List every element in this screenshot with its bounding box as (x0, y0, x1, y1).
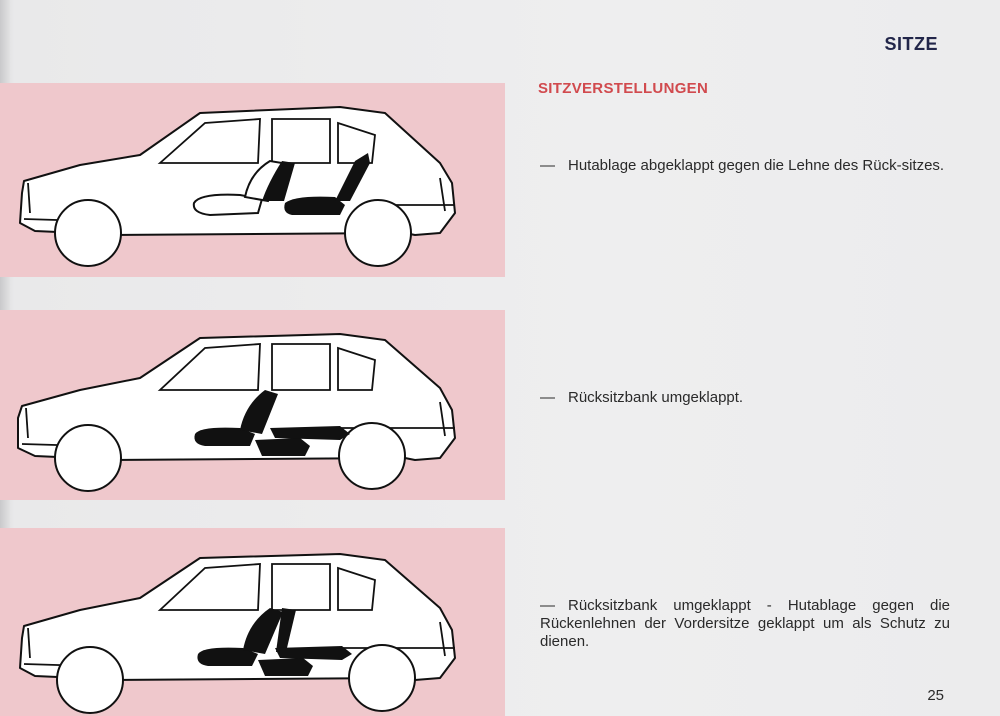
car-illustration-rear-bench-folded (17, 333, 456, 492)
illustration-panel-1 (0, 83, 505, 277)
section-title: SITZE (884, 34, 938, 54)
caption-text: Rücksitzbank umgeklappt - Hutablage gege… (540, 597, 950, 650)
caption-3: —Rücksitzbank umgeklappt - Hutablage geg… (540, 597, 950, 651)
heading-seat-adjustments: SITZVERSTELLUNGEN (538, 80, 709, 97)
caption-text: Hutablage abgeklappt gegen die Lehne des… (568, 157, 945, 174)
caption-1: — Hutablage abgeklappt gegen die Lehne de… (540, 157, 950, 175)
caption-dash: — (540, 597, 555, 614)
car-illustration-shelf-against-front-seats (19, 553, 456, 714)
car-illustration-parcel-shelf-folded (19, 106, 456, 267)
page-number: 25 (927, 687, 944, 704)
caption-dash: — (540, 157, 555, 174)
caption-2: — Rücksitzbank umgeklappt. (540, 389, 950, 407)
caption-text: Rücksitzbank umgeklappt. (568, 389, 744, 406)
caption-dash: — (540, 389, 555, 406)
illustration-panel-3 (0, 528, 505, 716)
illustration-panel-2 (0, 310, 505, 500)
